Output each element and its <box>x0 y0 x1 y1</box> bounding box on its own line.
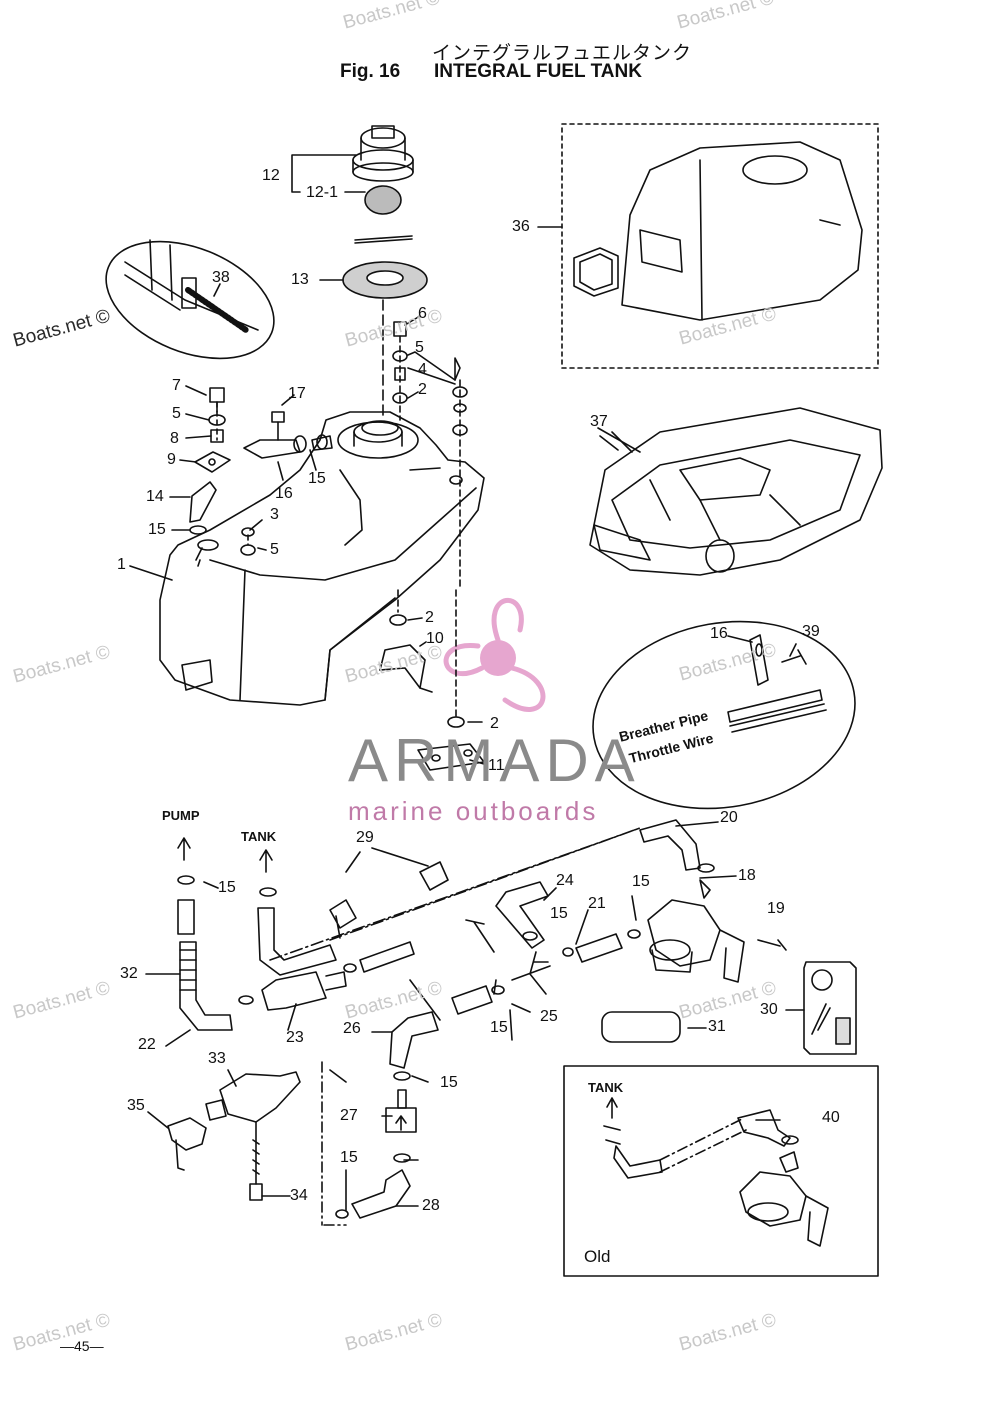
callout-39: 39 <box>802 623 820 640</box>
filler-packing <box>342 261 428 299</box>
brand-tagline: marine outboards <box>348 796 599 826</box>
callout-26: 26 <box>343 1020 361 1037</box>
callout-33: 33 <box>208 1050 226 1067</box>
fuel-cap <box>352 125 414 182</box>
callout-23: 23 <box>286 1029 304 1046</box>
fuel-tank-body <box>159 411 485 706</box>
callout-24: 24 <box>556 872 574 889</box>
callout-22: 22 <box>138 1036 156 1053</box>
callout-16: 16 <box>710 625 728 642</box>
callout-27: 27 <box>340 1107 358 1124</box>
cap-gasket <box>354 185 413 244</box>
top-cowl <box>537 123 879 369</box>
callout-21: 21 <box>588 895 606 912</box>
callout-11: 11 <box>488 757 505 774</box>
callout-37: 37 <box>590 413 608 430</box>
callout-30: 30 <box>760 1001 778 1018</box>
brand-name: ARMADA <box>348 727 641 794</box>
callout-15: 15 <box>148 521 166 538</box>
callout-25: 25 <box>540 1008 558 1025</box>
callout-12-1: 12-1 <box>306 184 339 201</box>
callout-1: 1 <box>117 556 126 573</box>
callout-13: 13 <box>291 271 309 288</box>
title-japanese: インテグラルフュエルタンク <box>432 42 693 64</box>
callout-28: 28 <box>422 1197 440 1214</box>
callout-5: 5 <box>270 541 279 558</box>
callout-29: 29 <box>356 829 374 846</box>
tank-flow-label: TANK <box>241 829 277 844</box>
fuel-line-assemblies <box>129 427 879 1277</box>
callout-15: 15 <box>440 1074 458 1091</box>
callout-14: 14 <box>146 488 164 505</box>
callout-36: 36 <box>512 218 530 235</box>
page-number: —45— <box>60 1338 104 1354</box>
figure-number: Fig. 16 <box>340 61 401 82</box>
callout-15: 15 <box>490 1019 508 1036</box>
callout-31: 31 <box>708 1018 726 1035</box>
callout-15: 15 <box>218 879 236 896</box>
callout-15: 15 <box>308 470 326 487</box>
callout-6: 6 <box>418 305 427 322</box>
pump-flow-label: PUMP <box>162 808 200 823</box>
callout-4: 4 <box>418 361 427 378</box>
hardware-stack-right <box>392 315 468 591</box>
figure-title: INTEGRAL FUEL TANK <box>434 61 642 82</box>
callout-15: 15 <box>340 1149 358 1166</box>
tank-flow-label-old: TANK <box>588 1080 624 1095</box>
callout-5: 5 <box>415 339 424 356</box>
callout-18: 18 <box>738 867 756 884</box>
callout-17: 17 <box>288 385 306 402</box>
fitting-assembly <box>243 394 333 481</box>
callout-16: 16 <box>275 485 293 502</box>
callout-34: 34 <box>290 1187 308 1204</box>
callout-40: 40 <box>822 1109 840 1126</box>
propeller-logo <box>443 597 546 712</box>
old-version-label: Old <box>584 1247 611 1266</box>
callout-7: 7 <box>172 377 181 394</box>
callout-38: 38 <box>212 269 230 286</box>
callout-2: 2 <box>490 715 499 732</box>
callout-20: 20 <box>720 809 738 826</box>
callout-8: 8 <box>170 430 179 447</box>
callout-5: 5 <box>172 405 181 422</box>
bracket-and-plate <box>379 589 485 771</box>
callout-15: 15 <box>632 873 650 890</box>
hardware-stack-left <box>169 385 267 556</box>
inset-detail-38 <box>105 239 275 360</box>
callout-10: 10 <box>426 630 444 647</box>
inset-detail-16-39 <box>592 620 856 810</box>
callout-2: 2 <box>425 609 434 626</box>
callout-9: 9 <box>167 451 176 468</box>
callout-32: 32 <box>120 965 138 982</box>
callout-12: 12 <box>262 167 280 184</box>
callout-15: 15 <box>550 905 568 922</box>
callout-19: 19 <box>767 900 785 917</box>
callout-2: 2 <box>418 381 427 398</box>
callout-35: 35 <box>127 1097 145 1114</box>
callout-3: 3 <box>270 506 279 523</box>
bottom-cowl <box>589 407 883 576</box>
